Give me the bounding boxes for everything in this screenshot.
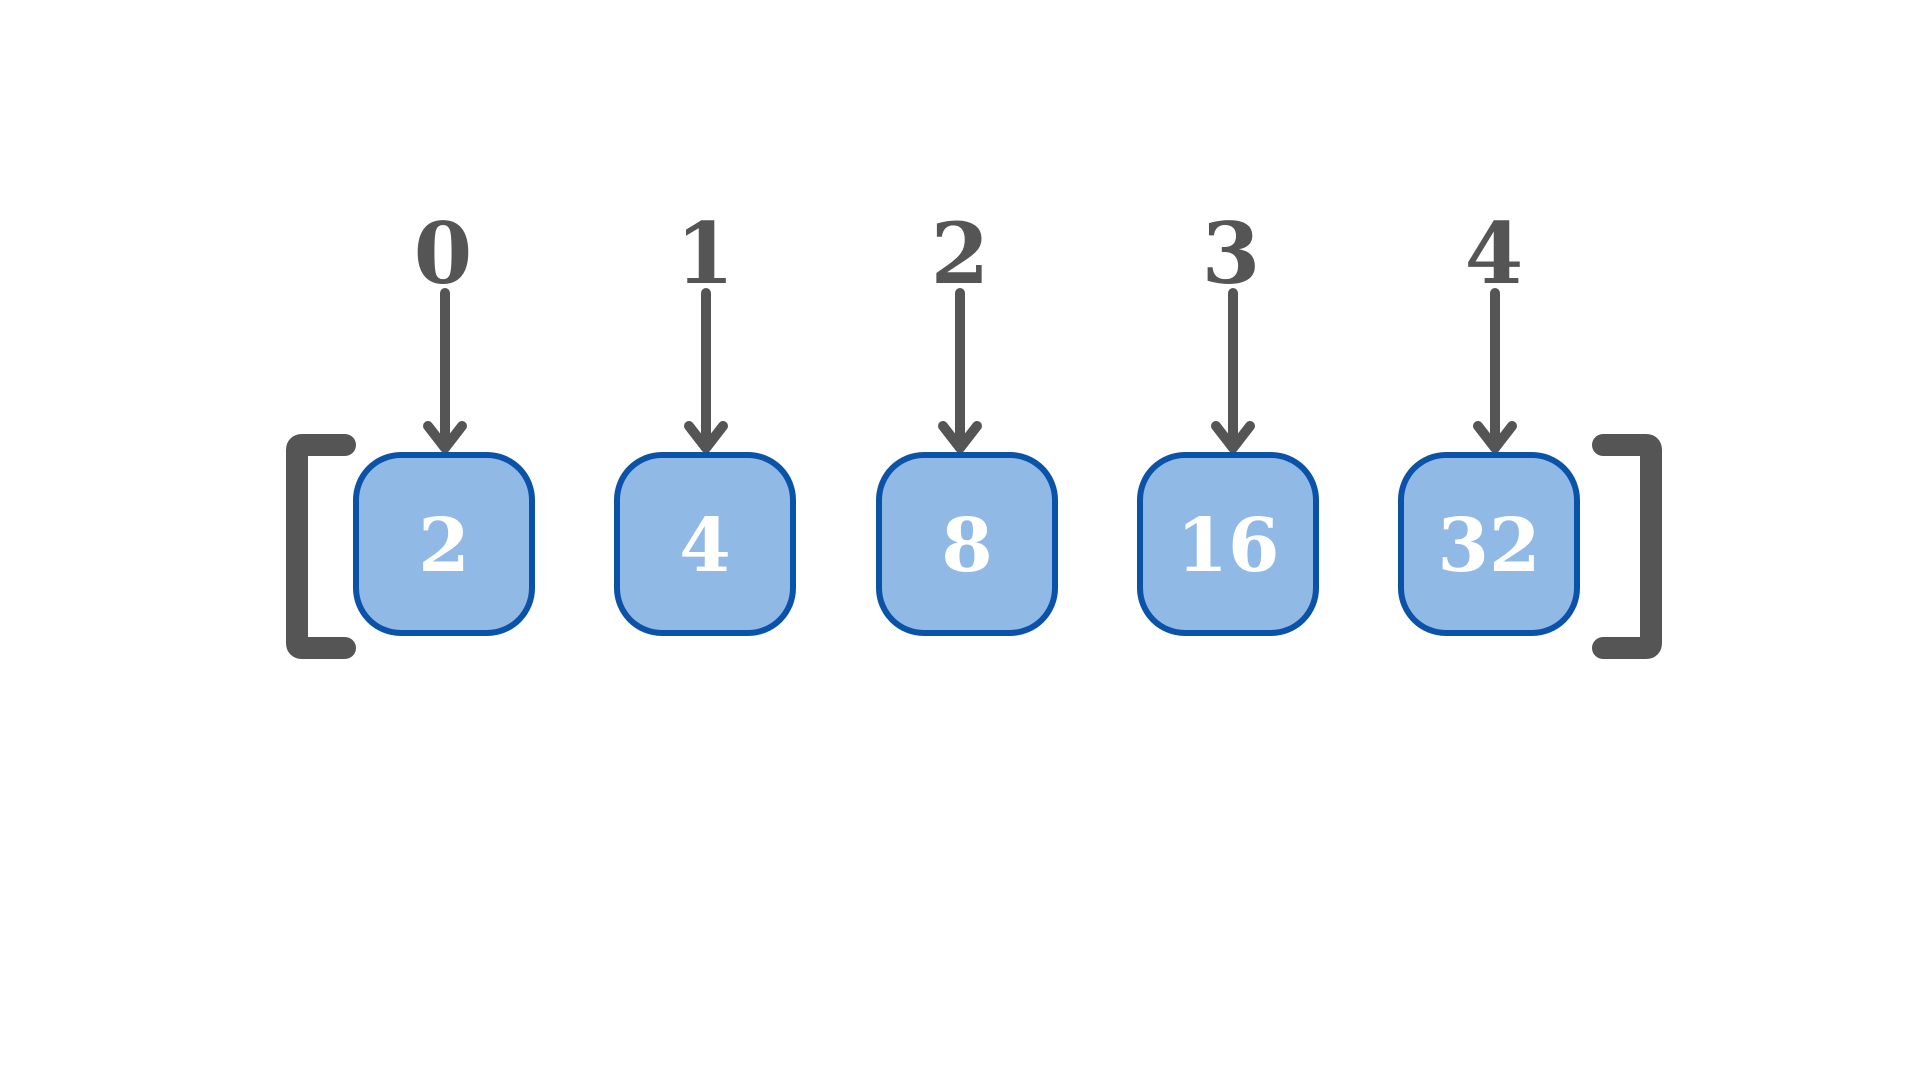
cell-value-3: 16 [1177,503,1280,589]
array-cell-4: 32 [1398,452,1580,636]
arrow-down-icon [1473,288,1517,453]
cell-value-0: 2 [418,503,470,589]
index-label-0: 0 [414,204,472,303]
array-cell-1: 4 [614,452,796,636]
index-label-1: 1 [676,204,734,303]
array-cells: 2 4 8 16 32 [353,452,1580,636]
array-cell-3: 16 [1137,452,1319,636]
index-arrows [423,288,1517,453]
index-labels: 0 1 2 3 4 [414,204,1523,303]
array-cell-2: 8 [876,452,1058,636]
arrow-down-icon [423,288,467,453]
cell-box [1137,452,1319,636]
cell-value-4: 32 [1438,503,1541,589]
index-label-4: 4 [1465,204,1523,303]
cell-value-1: 4 [679,503,731,589]
cell-box [353,452,535,636]
cell-box [876,452,1058,636]
array-cell-0: 2 [353,452,535,636]
right-bracket-icon [1592,434,1662,659]
index-label-3: 3 [1202,204,1260,303]
cell-value-2: 8 [941,503,993,589]
index-label-2: 2 [931,204,989,303]
cell-box [1398,452,1580,636]
arrow-down-icon [684,288,728,453]
arrow-down-icon [1211,288,1255,453]
cell-box [614,452,796,636]
left-bracket-icon [286,434,356,659]
arrow-down-icon [938,288,982,453]
